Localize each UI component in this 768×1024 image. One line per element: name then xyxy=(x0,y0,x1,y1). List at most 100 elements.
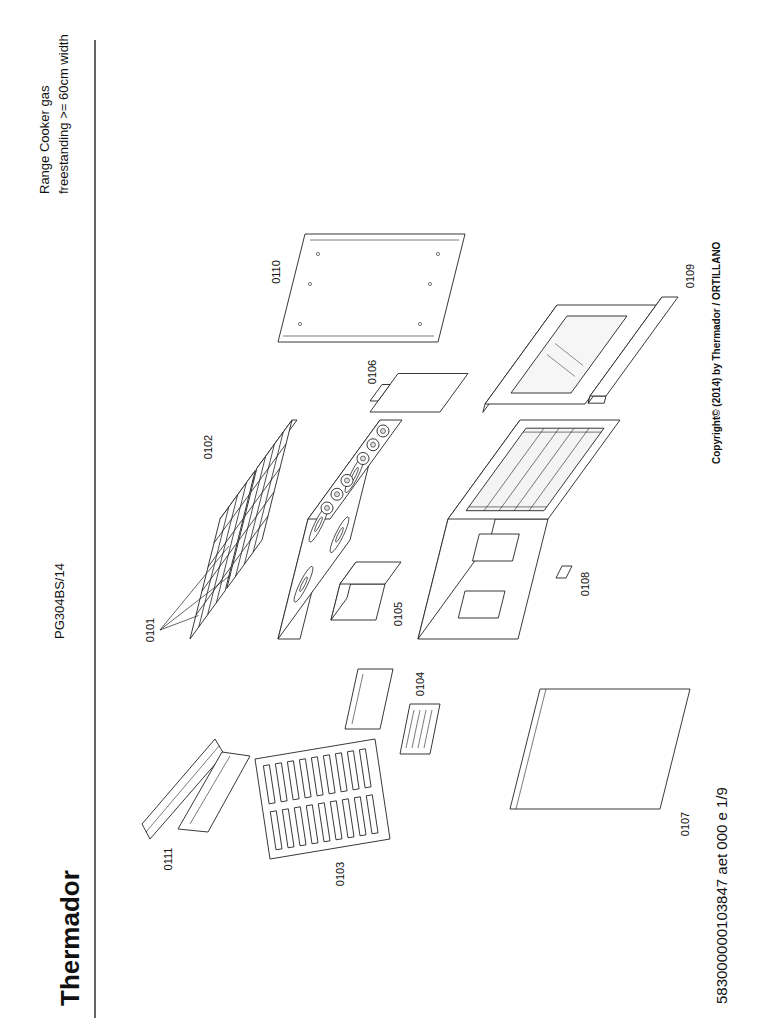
louvre-slot xyxy=(287,761,299,800)
screw-hole xyxy=(298,322,301,325)
louvre-slot xyxy=(366,795,378,834)
control-knob xyxy=(377,425,389,437)
screw-hole xyxy=(316,252,319,255)
callout-number: 0109 xyxy=(684,264,696,288)
oven-rack xyxy=(499,428,559,511)
louvre-slot xyxy=(311,757,323,796)
product-type: Range Cooker gas xyxy=(38,86,52,194)
oven-cavity xyxy=(466,428,604,511)
rack-rail xyxy=(469,506,547,507)
louvre-slot xyxy=(294,807,306,846)
louvre-slot xyxy=(347,751,359,790)
vent-slot xyxy=(406,710,414,748)
callout-number: 0106 xyxy=(366,360,378,384)
knob-cap xyxy=(325,506,330,511)
screw-hole xyxy=(418,322,421,325)
callout-number: 0105 xyxy=(392,602,404,626)
vent-plate xyxy=(400,704,440,754)
callout-number: 0101 xyxy=(144,618,156,642)
panel-flange xyxy=(283,336,434,337)
knob-cap xyxy=(335,492,340,497)
grate-bar xyxy=(233,516,268,564)
grate-bar xyxy=(245,468,280,516)
callout-number: 0110 xyxy=(270,260,282,284)
burner xyxy=(294,566,313,602)
glass-reflection xyxy=(547,355,575,377)
small-bracket xyxy=(556,566,572,578)
grate-bar xyxy=(239,492,274,540)
model-number: PG304BS/14 xyxy=(53,563,67,639)
callout-number: 0108 xyxy=(579,572,591,596)
divider-plate xyxy=(370,374,468,413)
cover-plate-fold xyxy=(352,674,363,724)
louvre-slot xyxy=(335,753,347,792)
louvre-slot xyxy=(282,809,294,848)
valve-bracket xyxy=(473,534,520,561)
door-handle-front xyxy=(590,297,678,396)
knob-cap xyxy=(345,478,350,483)
oven-rack xyxy=(529,428,589,511)
louvre-slot xyxy=(318,803,330,842)
product-class: freestanding >= 60cm width xyxy=(57,34,71,194)
louvre-slot xyxy=(354,797,366,836)
control-knob xyxy=(321,502,333,514)
louvre-slot xyxy=(299,759,311,798)
knob-cap xyxy=(371,442,376,447)
backguard-body xyxy=(178,752,250,832)
header-rule xyxy=(94,40,95,1018)
brand-title: Thermador xyxy=(56,870,85,1006)
glass-reflection xyxy=(555,344,583,366)
callout-number: 0103 xyxy=(334,862,346,886)
leader-line xyxy=(160,575,231,630)
louvre-slot xyxy=(330,801,342,840)
burner xyxy=(315,517,323,532)
backguard-body-edge xyxy=(190,756,230,824)
leader-line xyxy=(160,546,229,630)
grate-bar xyxy=(208,495,238,615)
rack-rail xyxy=(523,432,601,433)
vent-slot xyxy=(424,710,432,748)
burner xyxy=(336,527,344,542)
louvred-panel xyxy=(255,739,390,859)
louvre-slot xyxy=(270,811,282,850)
grate-bar xyxy=(236,456,266,576)
side-panel-flange xyxy=(516,689,546,809)
oven-rack xyxy=(484,428,544,511)
screw-hole xyxy=(308,282,311,285)
control-knob xyxy=(341,475,353,487)
grate-bar xyxy=(196,567,231,615)
callout-number: 0111 xyxy=(162,848,174,871)
knob-cap xyxy=(361,456,366,461)
louvre-slot xyxy=(263,765,275,804)
louvre-slot xyxy=(306,805,318,844)
document-number: 583000000103847 aet 000 e 1/9 xyxy=(714,787,731,1004)
screw-hole xyxy=(436,252,439,255)
louvre-slot xyxy=(359,749,371,788)
grate-top xyxy=(227,420,292,588)
cooktop-front xyxy=(308,420,402,519)
control-knob xyxy=(367,439,379,451)
plate-tab xyxy=(370,385,390,402)
side-panel-right xyxy=(278,234,465,342)
cooktop-top xyxy=(278,420,380,639)
callout-number: 0107 xyxy=(679,812,691,836)
control-knob xyxy=(331,488,343,500)
grate-bar xyxy=(199,507,229,627)
louvre-slot xyxy=(323,755,335,794)
oven-rack xyxy=(514,428,574,511)
burner xyxy=(330,517,349,553)
knob-cap xyxy=(381,429,386,434)
louvre-slot xyxy=(275,763,287,802)
grate-bar xyxy=(244,444,274,564)
grate-bar xyxy=(253,432,283,552)
control-knob xyxy=(357,453,369,465)
louvre-slot xyxy=(342,799,354,838)
heat-shield-box-front xyxy=(340,562,401,584)
burner xyxy=(300,577,308,592)
grate-bar xyxy=(251,444,286,492)
screw-hole xyxy=(428,282,431,285)
copyright-note: Copyright© (2014) by Thermador / ORTILLA… xyxy=(711,242,722,464)
vent-slot xyxy=(418,710,426,748)
